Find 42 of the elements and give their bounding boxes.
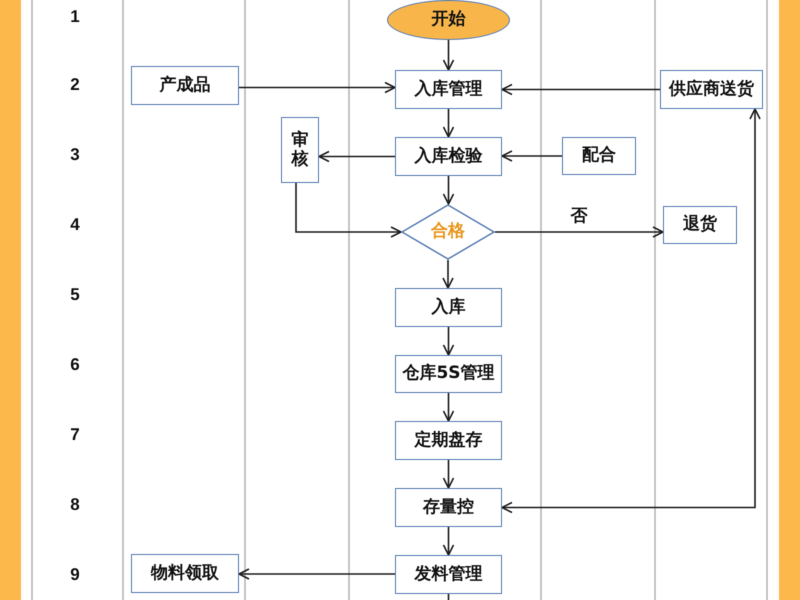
- process-box: 供应商送货: [660, 70, 763, 109]
- arrow: [442, 260, 454, 289]
- arrow: [239, 82, 396, 94]
- arrow: [442, 460, 454, 489]
- process-box: 定期盘存: [395, 421, 502, 460]
- process-box: 审核: [281, 117, 319, 183]
- arrow: [495, 226, 664, 238]
- decision-diamond: 合格: [401, 204, 495, 260]
- process-box: 入库管理: [395, 70, 502, 109]
- row-number: 2: [69, 74, 81, 96]
- arrow: [501, 84, 660, 96]
- row-number: 5: [69, 284, 81, 306]
- row-number: 8: [69, 494, 81, 516]
- row-number: 3: [69, 144, 81, 166]
- arrow: [442, 40, 454, 71]
- row-number: 1: [69, 6, 81, 28]
- process-box: 物料领取: [131, 554, 239, 593]
- arrow: [501, 150, 562, 162]
- arrow: [238, 568, 395, 580]
- arrow: [442, 109, 454, 138]
- arrow: [442, 327, 454, 356]
- process-box: 入库检验: [395, 137, 502, 176]
- row-number: 6: [69, 354, 81, 376]
- row-number: 4: [69, 214, 81, 236]
- row-number: 9: [69, 564, 81, 586]
- process-box: 仓库5S管理: [395, 355, 502, 393]
- process-box: 产成品: [131, 66, 239, 105]
- process-box: 存量控: [395, 488, 502, 527]
- process-box: 入库: [395, 288, 502, 327]
- connector-line: [448, 594, 450, 600]
- arrow: [442, 176, 454, 205]
- arrow: [501, 108, 761, 514]
- row-number: 7: [69, 424, 81, 446]
- arrow: [442, 393, 454, 422]
- arrow: [295, 183, 402, 238]
- process-box: 退货: [663, 206, 737, 244]
- edge-label: 否: [568, 206, 590, 226]
- arrow: [442, 527, 454, 556]
- process-box: 发料管理: [395, 555, 502, 594]
- process-box: 配合: [562, 137, 636, 175]
- arrow: [318, 150, 395, 162]
- start-ellipse: 开始: [387, 0, 510, 40]
